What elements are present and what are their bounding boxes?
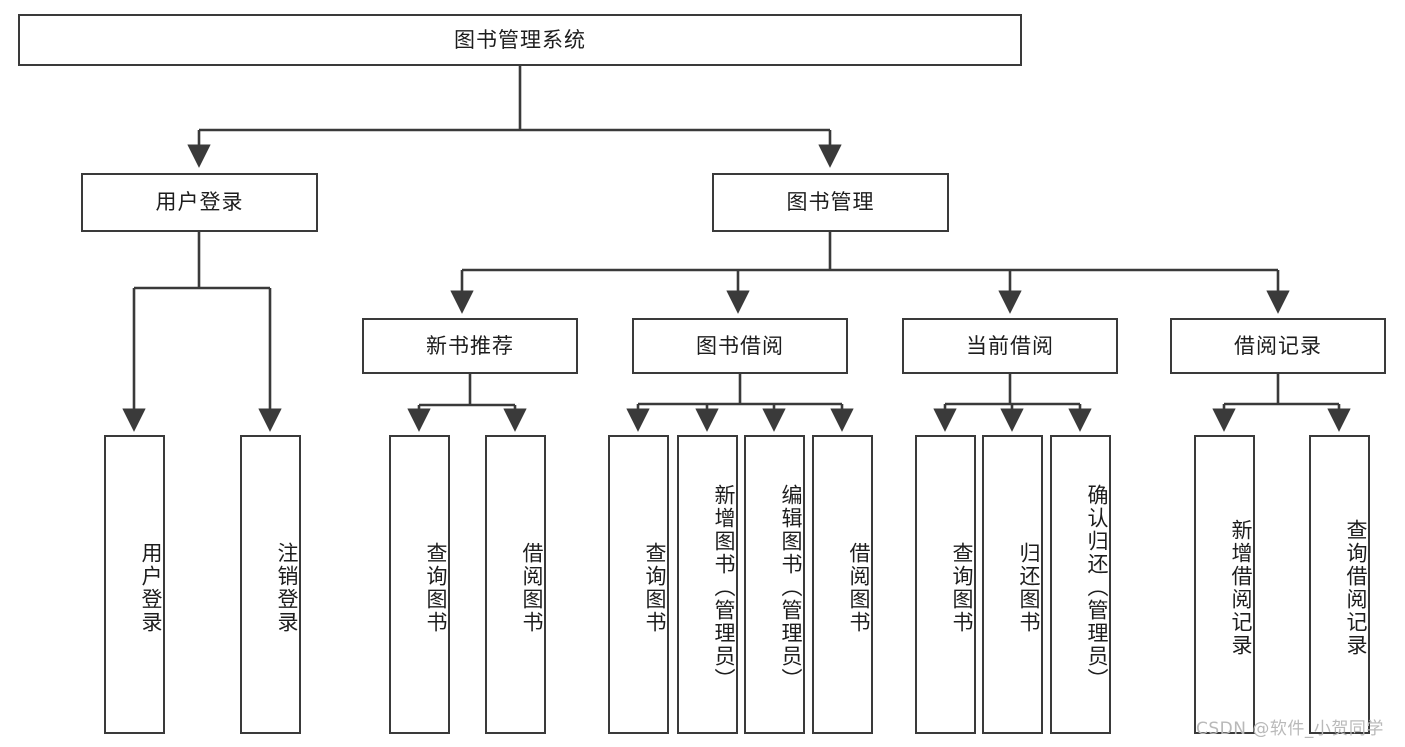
node-leaf-user-login-logout[interactable]: 注销登录 xyxy=(240,435,301,734)
node-leaf-newbook-borrow-book[interactable]: 借阅图书 xyxy=(485,435,546,734)
node-label: 图书借阅 xyxy=(696,333,784,358)
node-label: 查询图书 xyxy=(424,541,448,634)
node-label: 归还图书 xyxy=(1017,541,1041,634)
node-user-login[interactable]: 用户登录 xyxy=(81,173,318,232)
node-label: 新书推荐 xyxy=(426,333,514,358)
node-label: 用户登录 xyxy=(155,190,244,215)
node-label: 借阅图书 xyxy=(847,541,871,634)
node-label: 用户登录 xyxy=(139,541,163,634)
node-leaf-newbook-query-book[interactable]: 查询图书 xyxy=(389,435,450,734)
node-label: 确认归还（管理员） xyxy=(1085,484,1109,691)
node-leaf-currentborrow-return-book[interactable]: 归还图书 xyxy=(982,435,1043,734)
node-leaf-bookborrow-add-book[interactable]: 新增图书（管理员） xyxy=(677,435,738,734)
node-label: 新增图书（管理员） xyxy=(712,484,736,691)
node-borrow-record[interactable]: 借阅记录 xyxy=(1170,318,1386,374)
node-leaf-currentborrow-confirm-return[interactable]: 确认归还（管理员） xyxy=(1050,435,1111,734)
node-label: 查询图书 xyxy=(950,541,974,634)
node-book-borrow[interactable]: 图书借阅 xyxy=(632,318,848,374)
node-leaf-borrowrecord-add-record[interactable]: 新增借阅记录 xyxy=(1194,435,1255,734)
node-root-system[interactable]: 图书管理系统 xyxy=(18,14,1022,66)
node-label: 查询借阅记录 xyxy=(1344,518,1368,657)
node-current-borrow[interactable]: 当前借阅 xyxy=(902,318,1118,374)
node-label: 编辑图书（管理员） xyxy=(779,484,803,691)
node-leaf-borrowrecord-query-record[interactable]: 查询借阅记录 xyxy=(1309,435,1370,734)
node-label: 当前借阅 xyxy=(966,333,1054,358)
node-new-book-recommend[interactable]: 新书推荐 xyxy=(362,318,578,374)
node-leaf-user-login-login[interactable]: 用户登录 xyxy=(104,435,165,734)
node-label: 查询图书 xyxy=(643,541,667,634)
node-leaf-currentborrow-query-book[interactable]: 查询图书 xyxy=(915,435,976,734)
node-label: 新增借阅记录 xyxy=(1229,518,1253,657)
node-leaf-bookborrow-edit-book[interactable]: 编辑图书（管理员） xyxy=(744,435,805,734)
node-leaf-bookborrow-query-book[interactable]: 查询图书 xyxy=(608,435,669,734)
node-book-management[interactable]: 图书管理 xyxy=(712,173,949,232)
csdn-watermark: CSDN @软件_小贺同学 xyxy=(1196,719,1384,739)
node-label: 借阅记录 xyxy=(1234,333,1322,358)
node-leaf-bookborrow-borrow-book[interactable]: 借阅图书 xyxy=(812,435,873,734)
node-label: 图书管理系统 xyxy=(454,27,586,52)
node-label: 图书管理 xyxy=(786,190,875,215)
node-label: 借阅图书 xyxy=(520,541,544,634)
node-label: 注销登录 xyxy=(275,541,299,634)
